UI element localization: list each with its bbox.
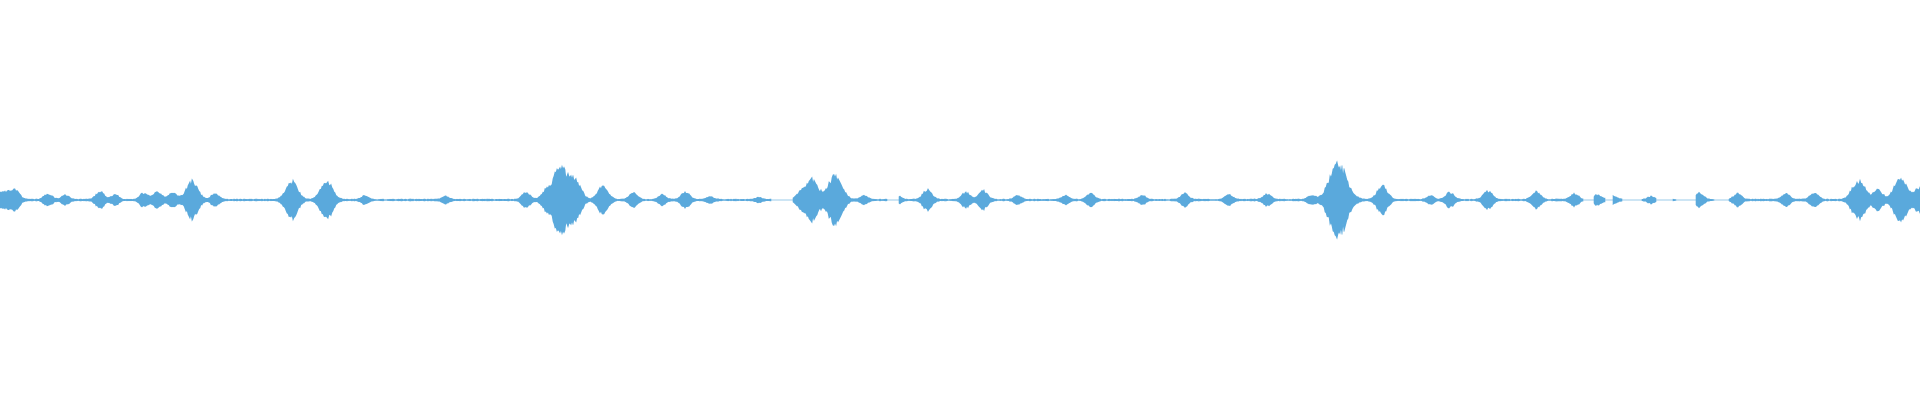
waveform-segment — [1612, 194, 1623, 206]
waveform-segment — [1695, 191, 1715, 209]
waveform-segment — [792, 173, 888, 227]
waveform-segment — [0, 164, 772, 236]
waveform-segment — [1672, 198, 1677, 202]
waveform-segment — [1641, 195, 1657, 205]
waveform-segment — [1728, 177, 1920, 223]
waveform-segment — [898, 160, 1584, 240]
waveform-segment — [1593, 193, 1606, 207]
